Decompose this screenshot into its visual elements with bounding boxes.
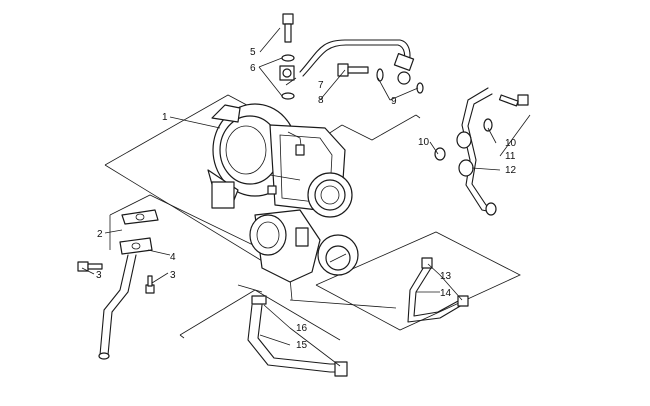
callout-10: 10 xyxy=(418,137,430,148)
callout-12: 12 xyxy=(505,165,517,176)
callout-11: 11 xyxy=(505,151,516,162)
leader-lines xyxy=(81,27,531,367)
callout-6: 6 xyxy=(250,63,256,74)
coolant-pipe xyxy=(77,209,159,360)
callout-13: 13 xyxy=(440,271,452,282)
turbocharger xyxy=(207,103,359,283)
callout-16: 16 xyxy=(296,323,308,334)
callout-3: 3 xyxy=(170,270,176,281)
callout-4: 4 xyxy=(170,252,176,263)
oil-feed-line xyxy=(279,13,424,100)
callout-1: 1 xyxy=(162,112,168,123)
callout-15: 15 xyxy=(296,340,308,351)
callout-7: 7 xyxy=(318,80,324,91)
oil-return-line xyxy=(434,87,529,216)
callout-labels: 1 2 3 3 4 5 6 7 8 9 10 10 11 12 13 14 16… xyxy=(96,47,517,351)
callout-9: 9 xyxy=(391,96,397,107)
callout-2: 2 xyxy=(97,229,103,240)
callout-14: 14 xyxy=(440,288,452,299)
callout-8: 8 xyxy=(318,95,324,106)
small-hose-assembly xyxy=(407,257,469,323)
callout-5: 5 xyxy=(250,47,256,58)
hose-assembly xyxy=(247,295,348,377)
callout-3: 3 xyxy=(96,270,102,281)
callout-10: 10 xyxy=(505,138,517,149)
